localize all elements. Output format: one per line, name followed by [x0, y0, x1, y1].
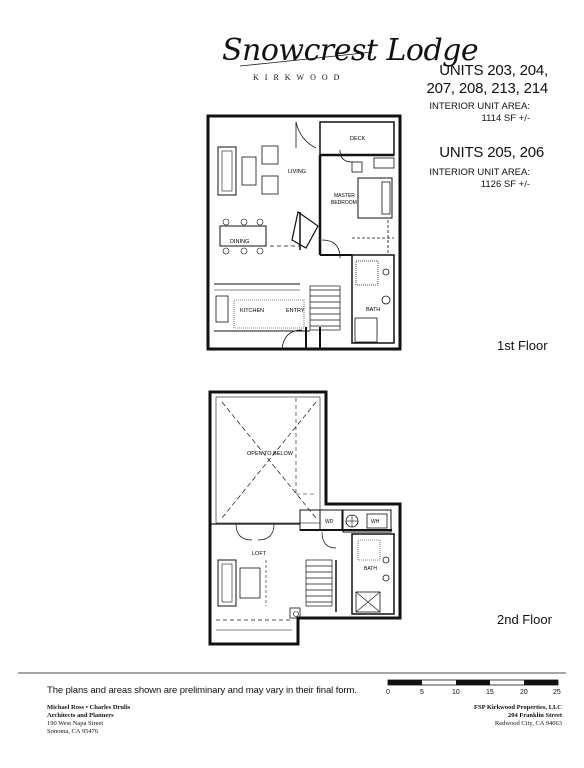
room-label-master-2: BEDROOM [331, 200, 357, 206]
owner-street: 204 Franklin Street [507, 712, 562, 719]
second-floor-label: 2nd Floor [497, 612, 552, 627]
first-floor-plan [206, 114, 402, 351]
room-label-bath-2: BATH [364, 566, 377, 572]
room-label-bath-1: BATH [366, 307, 380, 313]
units-b-area-label: INTERIOR UNIT AREA: [429, 167, 530, 178]
scale-label-5: 5 [420, 689, 424, 696]
logo-subtitle: KIRKWOOD [253, 73, 346, 82]
label-wd: WD [325, 519, 334, 525]
second-floor-plan [208, 390, 402, 646]
scale-bar [387, 679, 559, 686]
architect-street: 190 West Napa Street [47, 720, 104, 727]
disclaimer-text: The plans and areas shown are preliminar… [47, 685, 357, 696]
room-label-kitchen: KITCHEN [240, 308, 264, 314]
architect-city: Sonoma, CA 95476 [47, 728, 99, 735]
scale-label-10: 10 [452, 689, 460, 696]
room-label-deck: DECK [350, 136, 366, 142]
scale-label-0: 0 [386, 689, 390, 696]
logo-script-text: Snowcrest Lodge [222, 33, 479, 68]
units-b-line1: UNITS 205, 206 [439, 144, 544, 161]
logo-flourish-icon [239, 51, 373, 67]
first-floor-label: 1st Floor [497, 338, 548, 353]
units-a-area-label: INTERIOR UNIT AREA: [429, 101, 530, 112]
architect-credits: Michael Ross • Charles Drulis Architects… [47, 704, 130, 736]
architect-name: Michael Ross • Charles Drulis [47, 704, 131, 711]
scale-label-25: 25 [553, 689, 561, 696]
room-label-open-below: OPEN TO BELOW [247, 451, 294, 457]
units-b-area-value: 1126 SF +/- [480, 179, 530, 190]
room-label-living: LIVING [288, 169, 306, 175]
units-a-block: UNITS 203, 204, 207, 208, 213, 214 [368, 62, 548, 98]
units-a-area: INTERIOR UNIT AREA: 1114 SF +/- [370, 101, 530, 125]
units-b-area: INTERIOR UNIT AREA: 1126 SF +/- [370, 167, 530, 191]
units-a-area-value: 1114 SF +/- [481, 113, 531, 124]
room-label-entry: ENTRY [286, 308, 305, 314]
units-b-block: UNITS 205, 206 [364, 144, 544, 162]
owner-name: FSP Kirkwood Properties, LLC [474, 704, 562, 711]
label-wh: WH [371, 519, 380, 525]
units-a-line2: 207, 208, 213, 214 [426, 80, 548, 97]
units-a-line1: UNITS 203, 204, [439, 62, 548, 79]
owner-credits: FSP Kirkwood Properties, LLC 204 Frankli… [474, 704, 562, 728]
room-label-master-1: MASTER [334, 193, 355, 199]
room-label-loft: LOFT [252, 551, 267, 557]
scale-label-20: 20 [520, 689, 528, 696]
scale-label-15: 15 [486, 689, 494, 696]
room-label-dining: DINING [230, 239, 249, 245]
architect-title: Architects and Planners [47, 712, 114, 719]
owner-city: Redwood City, CA 94063 [494, 720, 562, 727]
